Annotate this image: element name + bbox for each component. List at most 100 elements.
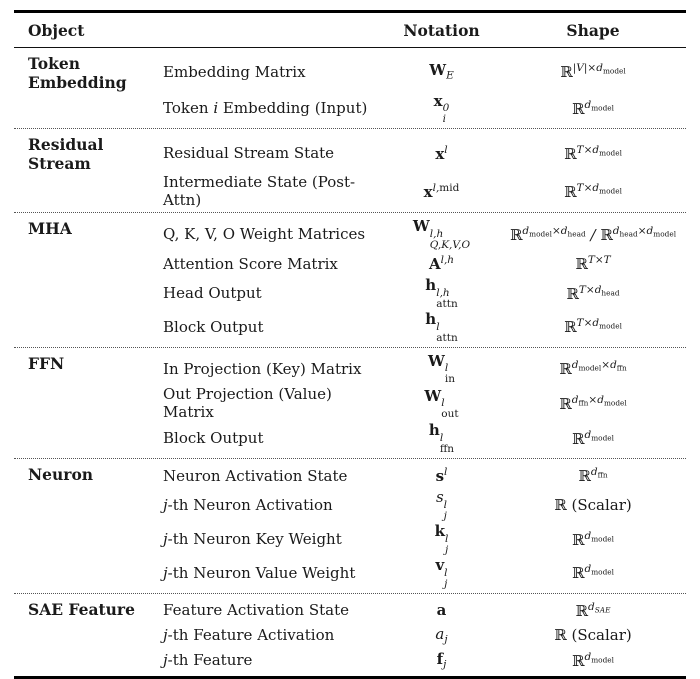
shape-cell: ℝdffn×dmodel — [559, 394, 627, 413]
table-header-row: Object Notation Shape — [14, 13, 686, 48]
object-cell — [14, 488, 163, 490]
shape-cell: ℝT×dmodel — [564, 317, 622, 337]
bottom-rule — [14, 675, 686, 679]
notation-cell: aj — [435, 624, 448, 646]
object-cell: MHA — [28, 219, 72, 239]
description-cell: j-th Neuron Key Weight — [163, 529, 342, 548]
object-cell — [14, 251, 163, 253]
shape-cell: ℝT×dmodel — [564, 181, 622, 201]
shape-cell: ℝT×dhead — [566, 283, 620, 303]
description-cell: Head Output — [163, 283, 262, 302]
column-header-shape: Shape — [566, 20, 620, 40]
object-cell — [14, 648, 163, 650]
table-body: Token Embedding Embedding Matrix WE ℝ|V|×dm… — [14, 48, 686, 676]
notation-cell: sl — [435, 466, 448, 486]
shape-cell: ℝdffn — [578, 466, 608, 486]
table-row: Out Projection (Value) MatrixWloutℝdffn×… — [14, 385, 686, 421]
description-cell: Block Output — [163, 317, 264, 336]
description-cell: j-th Feature Activation — [163, 626, 335, 645]
description-cell: Residual Stream State — [163, 144, 335, 163]
description-cell: j-th Feature — [163, 651, 253, 670]
object-cell — [14, 522, 163, 524]
object-cell — [14, 173, 163, 175]
object-cell: FFN — [28, 353, 65, 373]
description-cell: Attention Score Matrix — [163, 254, 338, 273]
table-row: Intermediate State (Post-Attn) xl,mid ℝT×d… — [14, 173, 686, 209]
table-group: SAE Feature Feature Activation State a ℝdSA… — [14, 592, 686, 676]
shape-cell: ℝdmodel×dhead / ℝdhead×dmodel — [509, 224, 677, 244]
notation-table: Object Notation Shape Token Embedding Emb… — [14, 10, 686, 679]
column-header-notation: Notation — [403, 20, 480, 40]
table-row: Block Output hlffn ℝdmodel — [14, 421, 686, 455]
shape-cell: ℝdmodel×dffn — [559, 359, 627, 378]
description-cell: Q, K, V, O Weight Matrices — [163, 225, 366, 244]
shape-cell: ℝdSAE — [575, 600, 611, 620]
description-cell: Feature Activation State — [163, 601, 350, 620]
description-cell: j-th Neuron Value Weight — [163, 563, 356, 582]
object-cell: Residual Stream — [28, 135, 104, 174]
notation-cell: Al,h — [428, 254, 455, 273]
shape-cell: ℝT×T — [575, 254, 611, 273]
shape-cell: ℝdmodel — [571, 650, 614, 670]
description-cell: Token i Embedding (Input) — [163, 99, 368, 118]
table-group: Token Embedding Embedding Matrix WE ℝ|V|×dm… — [14, 48, 686, 129]
shape-cell: ℝ|V|×dmodel — [560, 62, 626, 81]
table-row: j-th Feature fj ℝdmodel — [14, 648, 686, 673]
object-cell — [14, 310, 163, 312]
table-row: Token Embedding Embedding Matrix WE ℝ|V|×dm… — [14, 52, 686, 92]
top-rule — [14, 10, 686, 13]
description-cell: Intermediate State (Post-Attn) — [163, 173, 356, 210]
description-cell: Neuron Activation State — [163, 466, 348, 485]
description-cell: Embedding Matrix — [163, 62, 306, 81]
object-cell: Neuron — [28, 465, 94, 485]
table-row: Attention Score Matrix Al,h ℝT×T — [14, 251, 686, 276]
object-cell — [14, 421, 163, 423]
notation-cell: a — [436, 601, 447, 620]
notation-cell: hlffn — [428, 421, 455, 456]
shape-cell: ℝ (Scalar) — [554, 626, 632, 645]
table-row: SAE Feature Feature Activation State a ℝdSA… — [14, 598, 686, 623]
table-row: j-th Feature Activation aj ℝ (Scalar) — [14, 623, 686, 648]
shape-cell: ℝdmodel — [571, 99, 614, 118]
notation-cell: WE — [429, 61, 454, 82]
column-header-object: Object — [28, 20, 85, 40]
description-cell: j-th Neuron Activation — [163, 496, 333, 515]
table-row: Neuron Neuron Activation State sl ℝdffn — [14, 463, 686, 488]
object-cell — [14, 385, 163, 387]
shape-cell: ℝT×dmodel — [564, 143, 622, 163]
description-cell: Block Output — [163, 429, 264, 448]
object-cell — [14, 556, 163, 558]
object-cell — [14, 92, 163, 94]
shape-cell: ℝdmodel — [571, 529, 614, 549]
notation-cell: xl — [435, 143, 448, 163]
shape-cell: ℝdmodel — [571, 563, 614, 583]
notation-cell: xl,mid — [423, 181, 460, 201]
table-row: Residual Stream Residual Stream State xl ℝT… — [14, 133, 686, 173]
object-cell — [14, 623, 163, 625]
object-cell: Token Embedding — [28, 53, 127, 92]
shape-cell: ℝ (Scalar) — [554, 496, 632, 515]
notation-cell: fj — [436, 649, 447, 671]
object-cell: SAE Feature — [28, 599, 135, 619]
object-cell — [14, 276, 163, 278]
shape-cell: ℝdmodel — [571, 429, 614, 448]
